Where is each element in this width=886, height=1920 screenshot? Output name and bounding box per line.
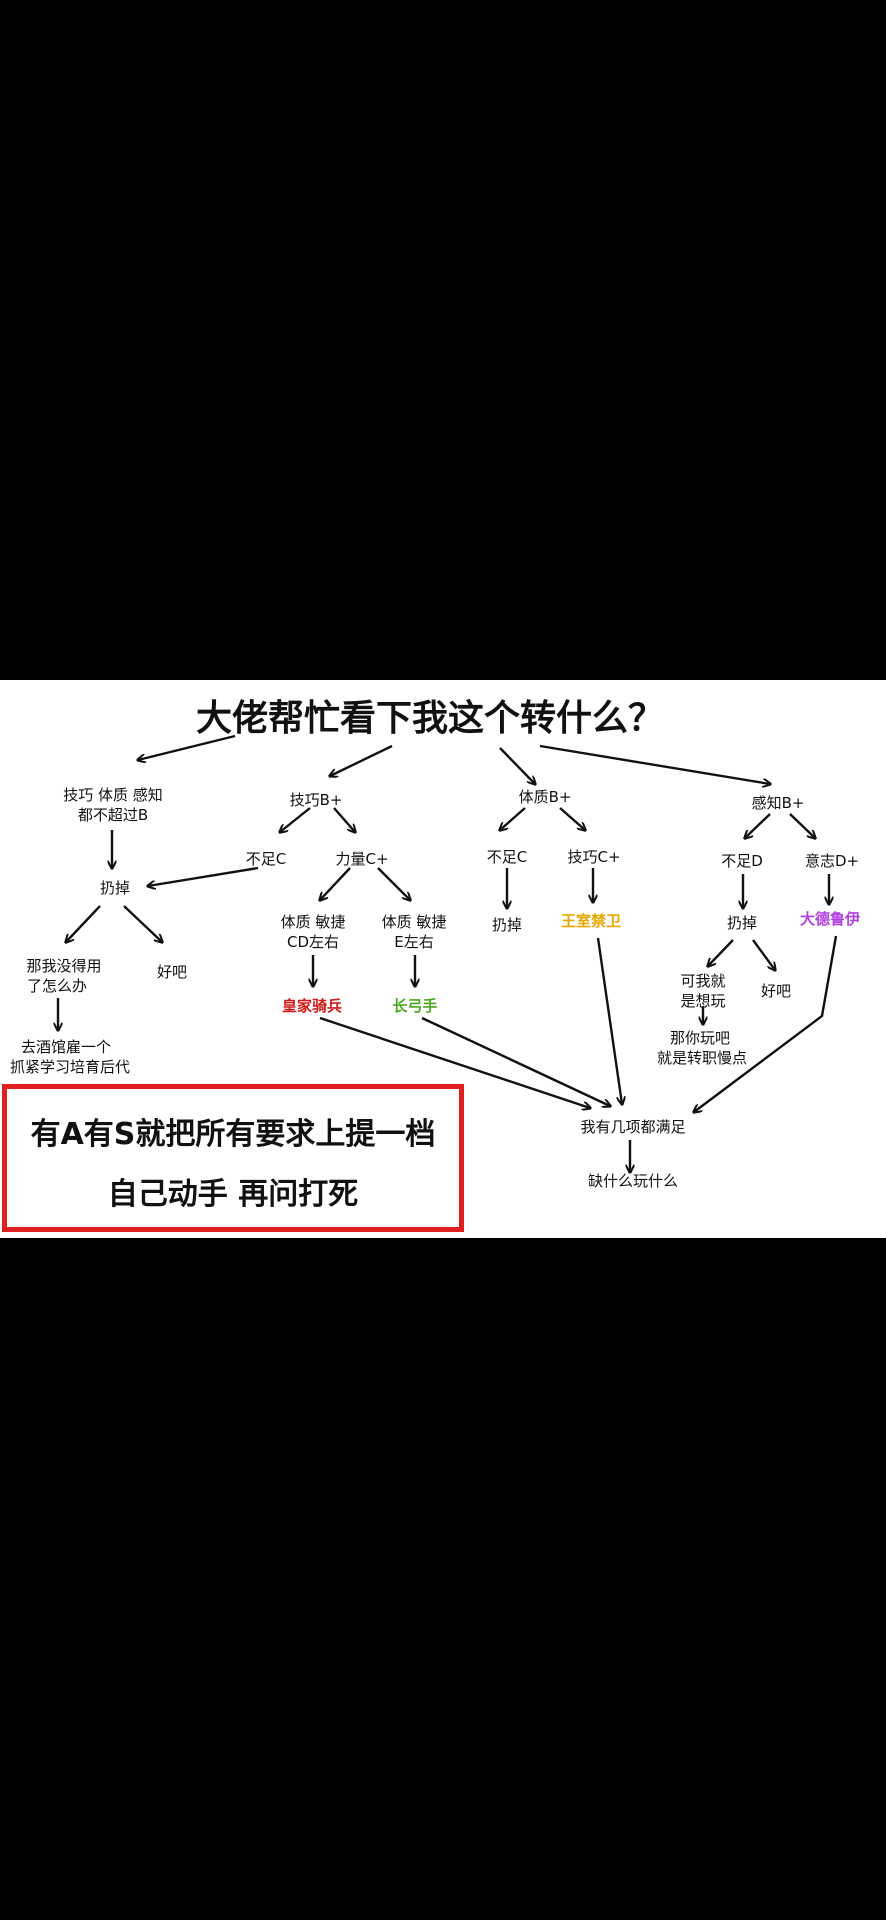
node-discard-left: 扔掉 [100, 879, 130, 897]
node-cd-range-2: CD左右 [287, 933, 339, 951]
arrow-royal-knight-to-satisfy [319, 1016, 590, 1108]
node-will-dplus: 意志D+ [805, 852, 859, 870]
arrow-discard-to-ok-right [752, 939, 775, 970]
arrow-discard-to-ok [123, 905, 162, 942]
arrow-perc-to-will [789, 813, 815, 838]
arrow-strength-to-e [377, 867, 410, 900]
node-play-missing: 缺什么玩什么 [588, 1172, 678, 1190]
flowchart: 大佬帮忙看下我这个转什么？ [10, 698, 860, 1190]
arrow-strength-to-cd [320, 867, 351, 900]
node-discard-right: 扔掉 [727, 914, 757, 932]
node-ok-left: 好吧 [157, 963, 187, 981]
node-lack-d: 不足D [721, 852, 763, 870]
node-ok-right: 好吧 [761, 982, 791, 1000]
node-royal-guard: 王室禁卫 [561, 912, 621, 930]
node-e-range-1: 体质 敏捷 [382, 913, 447, 931]
node-tavern-2: 抓紧学习培育后代 [10, 1058, 130, 1076]
flowchart-panel: 大佬帮忙看下我这个转什么？ [0, 680, 886, 1238]
node-then-play-1: 那你玩吧 [670, 1029, 730, 1047]
node-lack-c-mid: 不足C [487, 848, 527, 866]
node-discard-mid: 扔掉 [492, 916, 522, 934]
rule-note-line-2: 自己动手 再问打死 [107, 1177, 359, 1212]
node-skill-bplus: 技巧B+ [290, 791, 343, 809]
node-e-range-2: E左右 [394, 933, 433, 951]
arrow-title-to-skill [330, 744, 393, 776]
arrow-discard-to-still-want [708, 939, 734, 966]
node-satisfy-several: 我有几项都满足 [580, 1118, 685, 1136]
node-lack-c-left: 不足C [246, 850, 286, 868]
rule-note-line-1: 有A有S就把所有要求上提一档 [30, 1117, 436, 1152]
arrow-skill-to-lack-c [280, 807, 311, 832]
node-what-if-1: 那我没得用 [26, 957, 101, 975]
arrow-discard-to-what-if [66, 905, 101, 942]
node-perc-bplus: 感知B+ [752, 794, 805, 812]
arrow-longbow-to-satisfy [421, 1016, 610, 1106]
node-still-want-1: 可我就 [680, 972, 725, 990]
node-skill-cplus: 技巧C+ [567, 848, 620, 866]
arrows [58, 734, 838, 1172]
arrow-perc-to-lack-d [745, 813, 771, 838]
node-not-above-b: 都不超过B [78, 806, 148, 824]
node-longbow: 长弓手 [392, 997, 437, 1015]
arrow-lack-c-to-discard [148, 866, 259, 886]
arrow-royal-guard-to-satisfy [596, 937, 622, 1104]
node-still-want-2: 是想玩 [680, 992, 725, 1010]
arrow-const-to-skill-c [559, 807, 585, 830]
arrow-title-to-none-above-b [138, 734, 236, 760]
node-royal-knight: 皇家骑兵 [282, 997, 342, 1015]
arrow-title-to-perception [539, 744, 770, 784]
page-title: 大佬帮忙看下我这个转什么？ [196, 698, 664, 739]
arrow-title-to-constitution [499, 747, 535, 784]
arrow-skill-to-strength [333, 807, 355, 832]
node-what-if-2: 了怎么办 [27, 977, 87, 995]
node-tavern-1: 去酒馆雇一个 [21, 1038, 111, 1056]
node-cd-range-1: 体质 敏捷 [281, 913, 346, 931]
node-druid: 大德鲁伊 [800, 910, 860, 928]
node-then-play-2: 就是转职慢点 [657, 1049, 747, 1067]
rule-note-box: 有A有S就把所有要求上提一档 自己动手 再问打死 [2, 1084, 464, 1232]
arrow-druid-to-satisfy [694, 935, 838, 1112]
node-strength-cplus: 力量C+ [335, 850, 388, 868]
arrow-const-to-lack-c [500, 807, 526, 830]
node-skill-const-perc: 技巧 体质 感知 [63, 786, 163, 804]
node-const-bplus: 体质B+ [519, 788, 572, 806]
